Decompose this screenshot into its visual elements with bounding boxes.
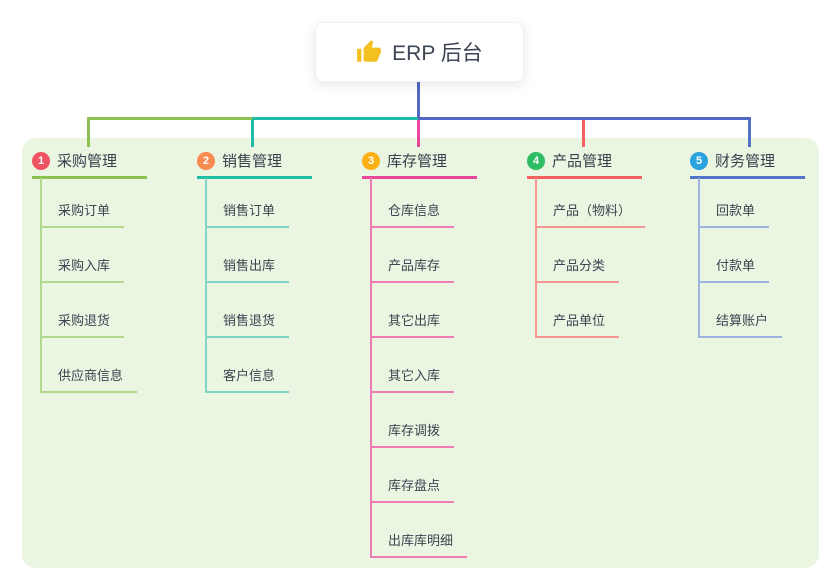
- child-node[interactable]: 产品单位: [535, 283, 620, 338]
- child-node[interactable]: 仓库信息: [370, 173, 455, 228]
- connector-line: [252, 117, 418, 120]
- child-node[interactable]: 产品分类: [535, 228, 620, 283]
- branch-header[interactable]: 4 产品管理: [527, 150, 642, 179]
- child-label: 结算账户: [716, 313, 769, 328]
- branch-child-connector-line: [535, 178, 537, 338]
- child-node[interactable]: 产品（物料）: [535, 173, 646, 228]
- child-label: 出库库明细: [388, 533, 454, 548]
- child-node[interactable]: 销售出库: [205, 228, 290, 283]
- child-label: 产品单位: [553, 313, 606, 328]
- branch-child-connector-line: [40, 178, 42, 393]
- child-label: 采购入库: [58, 258, 111, 273]
- root-node[interactable]: ERP 后台: [315, 22, 524, 82]
- connector-line: [87, 117, 90, 147]
- branch-child-connector-line: [370, 178, 372, 558]
- connector-line: [748, 117, 751, 147]
- child-label: 客户信息: [223, 368, 276, 383]
- child-node[interactable]: 结算账户: [698, 283, 783, 338]
- child-node[interactable]: 销售订单: [205, 173, 290, 228]
- child-node[interactable]: 回款单: [698, 173, 770, 228]
- child-label: 采购订单: [58, 203, 111, 218]
- child-label: 仓库信息: [388, 203, 441, 218]
- child-label: 库存调拨: [388, 423, 441, 438]
- child-node[interactable]: 销售退货: [205, 283, 290, 338]
- child-node[interactable]: 其它入库: [370, 338, 455, 393]
- child-node[interactable]: 出库库明细: [370, 503, 468, 558]
- branch-children: 仓库信息产品库存其它出库其它入库库存调拨库存盘点出库库明细: [370, 173, 468, 558]
- root-label: ERP 后台: [392, 42, 483, 65]
- connector-line: [88, 117, 252, 120]
- child-label: 产品分类: [553, 258, 606, 273]
- branch-label: 财务管理: [715, 153, 776, 170]
- branch-label: 库存管理: [387, 153, 448, 170]
- branch-number-badge: 3: [362, 151, 380, 170]
- child-node[interactable]: 库存调拨: [370, 393, 455, 448]
- branch-header[interactable]: 5 财务管理: [690, 150, 805, 179]
- background-panel: [22, 138, 819, 568]
- branch-number-badge: 2: [197, 151, 215, 170]
- branch-children: 回款单付款单结算账户: [698, 173, 783, 338]
- child-label: 采购退货: [58, 313, 111, 328]
- child-node[interactable]: 产品库存: [370, 228, 455, 283]
- branch-header[interactable]: 3 库存管理: [362, 150, 477, 179]
- branch-child-connector-line: [698, 178, 700, 338]
- branch-child-connector-line: [205, 178, 207, 393]
- branch-number-badge: 1: [32, 151, 50, 170]
- branch-header[interactable]: 1 采购管理: [32, 150, 147, 179]
- child-node[interactable]: 采购退货: [40, 283, 125, 338]
- branch-number-badge: 4: [527, 151, 545, 170]
- connector-line: [417, 120, 420, 147]
- branch-number-badge: 5: [690, 151, 708, 170]
- child-label: 销售退货: [223, 313, 276, 328]
- branch-label: 产品管理: [552, 153, 613, 170]
- branch-children: 产品（物料） 产品分类产品单位: [535, 173, 646, 338]
- child-node[interactable]: 供应商信息: [40, 338, 138, 393]
- thumbs-up-icon: [356, 39, 382, 65]
- child-node[interactable]: 客户信息: [205, 338, 290, 393]
- child-label: 销售订单: [223, 203, 276, 218]
- child-node[interactable]: 其它出库: [370, 283, 455, 338]
- child-label: 其它出库: [388, 313, 441, 328]
- child-label: 回款单: [716, 203, 756, 218]
- branch-children: 采购订单采购入库采购退货供应商信息: [40, 173, 138, 393]
- child-node[interactable]: 采购入库: [40, 228, 125, 283]
- child-label: 产品库存: [388, 258, 441, 273]
- child-node[interactable]: 付款单: [698, 228, 770, 283]
- child-label: 供应商信息: [58, 368, 124, 383]
- branch-children: 销售订单销售出库销售退货客户信息: [205, 173, 290, 393]
- branch-label: 销售管理: [222, 153, 283, 170]
- child-label: 销售出库: [223, 258, 276, 273]
- child-label: 库存盘点: [388, 478, 441, 493]
- branch-header[interactable]: 2 销售管理: [197, 150, 312, 179]
- branch-label: 采购管理: [57, 153, 118, 170]
- child-node[interactable]: 库存盘点: [370, 448, 455, 503]
- connector-line: [418, 117, 751, 120]
- child-node[interactable]: 采购订单: [40, 173, 125, 228]
- connector-line: [582, 120, 585, 147]
- connector-line: [251, 117, 254, 147]
- child-label: 产品（物料）: [553, 203, 632, 218]
- child-label: 付款单: [716, 258, 756, 273]
- connector-line: [417, 82, 420, 118]
- child-label: 其它入库: [388, 368, 441, 383]
